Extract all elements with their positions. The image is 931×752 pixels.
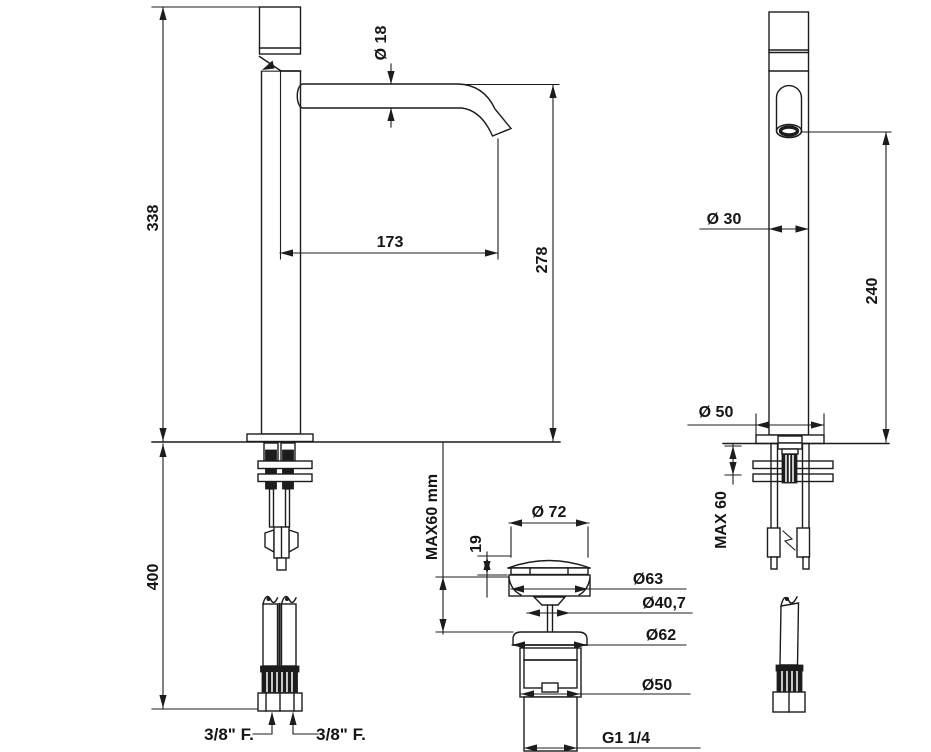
dim-cap-diameter-label: Ø 72 bbox=[532, 504, 567, 521]
dim-total-height: 338 bbox=[145, 6, 260, 442]
dim-neck: Ø40,7 bbox=[526, 595, 693, 617]
dim-outlet-height: 240 bbox=[800, 131, 892, 443]
plug-cap-plate bbox=[510, 567, 589, 576]
dim-outlet-height-label: 240 bbox=[864, 278, 881, 305]
hose-cut-mark-left bbox=[262, 595, 279, 605]
dim-spout-diameter-label: Ø 18 bbox=[373, 26, 390, 61]
dim-upper-flange-label: Ø63 bbox=[633, 571, 663, 588]
hose-cut-mark-right bbox=[280, 595, 297, 605]
front-view: Ø 30 240 Ø 50 MAX 60 bbox=[687, 11, 892, 713]
toggle-wing-left bbox=[264, 529, 275, 554]
dim-thread: G1 1/4 bbox=[523, 730, 701, 752]
hose-thread-left-label: 3/8" F. bbox=[204, 725, 254, 744]
hose-left bbox=[262, 603, 279, 667]
dim-max-deck-front-label: MAX 60 bbox=[713, 491, 730, 549]
dim-lower-flange: Ø62 bbox=[511, 627, 687, 649]
hose-front bbox=[779, 602, 800, 666]
dim-max-deck-front: MAX 60 bbox=[713, 442, 742, 549]
front-view-faucet-body bbox=[755, 11, 825, 445]
plug-notch bbox=[541, 682, 559, 693]
faucet-column-front bbox=[768, 11, 810, 436]
waste-plug-view: Ø 72 19 Ø63 Ø40,7 bbox=[468, 504, 701, 752]
toggle-tail bbox=[276, 557, 287, 571]
dim-body-diameter: Ø 30 bbox=[699, 211, 810, 233]
mounting-bracket-upper bbox=[257, 460, 313, 470]
plug-thread bbox=[523, 696, 578, 752]
hose-right bbox=[280, 603, 297, 667]
waste-plug-body bbox=[507, 559, 591, 752]
dim-cap-diameter: Ø 72 bbox=[508, 504, 590, 558]
dim-neck-label: Ø40,7 bbox=[642, 595, 686, 612]
dim-under-counter-label: 400 bbox=[145, 564, 162, 591]
hose-thread-right-label: 3/8" F. bbox=[316, 725, 366, 744]
dim-body-diameter-label: Ø 30 bbox=[707, 211, 742, 228]
hose-collar-front bbox=[775, 664, 804, 672]
toggle-wing-right bbox=[288, 529, 299, 554]
dim-spout-height: 278 bbox=[465, 83, 560, 442]
sleeve-right bbox=[796, 527, 811, 558]
side-view-mounting-hardware bbox=[257, 442, 313, 571]
mounting-rod-right bbox=[284, 488, 291, 528]
plug-neck bbox=[532, 596, 567, 606]
dim-under-counter: 400 bbox=[145, 443, 259, 710]
side-view-hoses bbox=[257, 595, 303, 712]
hose-braid bbox=[261, 671, 298, 693]
dim-plug-body-label: Ø50 bbox=[642, 677, 672, 694]
mounting-bracket-lower bbox=[257, 473, 313, 483]
faucet-handle-cap bbox=[258, 6, 302, 55]
hose-collar bbox=[260, 665, 300, 673]
break-mark bbox=[782, 530, 796, 551]
front-view-hose bbox=[772, 596, 806, 713]
dim-total-height-label: 338 bbox=[145, 205, 162, 232]
mounting-rod-left bbox=[268, 488, 275, 528]
dim-spout-diameter: Ø 18 bbox=[373, 26, 395, 128]
hose-thread-callouts: 3/8" F. 3/8" F. bbox=[204, 712, 366, 744]
dim-cap-height-label: 19 bbox=[468, 535, 485, 553]
front-view-mounting-hardware bbox=[752, 435, 834, 570]
plug-cap-dome bbox=[507, 559, 591, 569]
plug-lower-flange bbox=[512, 631, 588, 646]
dim-thread-label: G1 1/4 bbox=[602, 730, 650, 747]
base-flange bbox=[246, 433, 314, 443]
side-view-faucet-body bbox=[246, 6, 513, 443]
dim-plug-body: Ø50 bbox=[520, 677, 691, 698]
dim-base-diameter: Ø 50 bbox=[687, 404, 825, 437]
dim-lower-flange-label: Ø62 bbox=[646, 627, 676, 644]
hose-braid-front bbox=[776, 670, 803, 693]
dim-spout-reach-label: 173 bbox=[377, 234, 404, 251]
dim-max-deck-side: MAX60 mm bbox=[424, 441, 514, 635]
plug-upper-flange bbox=[508, 574, 591, 597]
dim-spout-height-label: 278 bbox=[534, 247, 551, 274]
dim-spout-reach: 173 bbox=[279, 70, 499, 260]
dim-max-deck-side-label: MAX60 mm bbox=[424, 474, 441, 560]
outlet-ring bbox=[778, 125, 800, 137]
lever-tip bbox=[262, 60, 275, 70]
sleeve-left bbox=[766, 527, 781, 558]
dim-base-diameter-label: Ø 50 bbox=[699, 404, 734, 421]
hose-cut-mark-front bbox=[780, 596, 798, 607]
spout bbox=[296, 83, 513, 137]
dim-cap-height: 19 bbox=[468, 535, 511, 598]
side-view: 338 400 Ø 18 173 bbox=[145, 6, 561, 744]
dim-upper-flange: Ø63 bbox=[510, 571, 687, 593]
